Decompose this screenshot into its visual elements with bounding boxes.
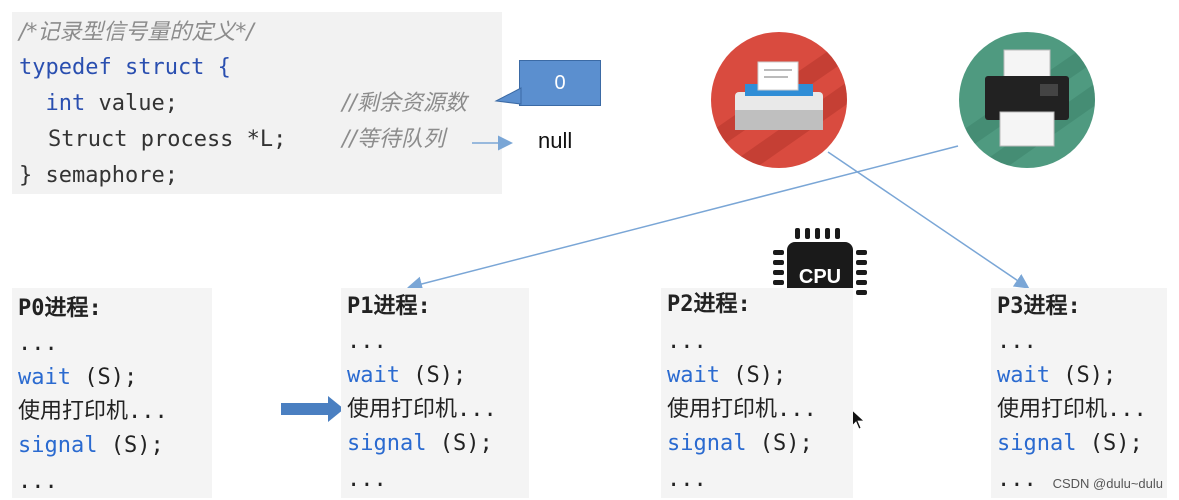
signal-line: signal (S); (997, 431, 1143, 457)
arrow-printer-to-p1 (407, 145, 959, 292)
signal-line: signal (S); (18, 433, 164, 459)
signal-keyword: signal (347, 431, 427, 456)
ellipsis-line: ... (18, 331, 58, 356)
signal-keyword: signal (997, 431, 1077, 456)
ellipsis-line: ... (667, 467, 707, 492)
process-p0: P0进程: ... wait (S); 使用打印机... signal (S);… (12, 288, 212, 498)
value-comment: //剩余资源数 (342, 91, 467, 116)
wait-line: wait (S); (667, 363, 786, 389)
wait-keyword: wait (997, 363, 1050, 388)
cpu-label: CPU (799, 266, 841, 288)
ellipsis-line: ... (997, 467, 1037, 492)
wait-keyword: wait (667, 363, 720, 388)
printer-green-icon (959, 32, 1095, 168)
use-printer-line: 使用打印机... (347, 397, 497, 422)
process-title: P1进程: (347, 294, 431, 319)
signal-arg: (S); (746, 431, 813, 456)
current-process-pointer (281, 396, 344, 422)
process-title: P0进程: (18, 296, 102, 321)
signal-arg: (S); (426, 431, 493, 456)
definition-comment: /*记录型信号量的定义*/ (19, 20, 254, 45)
signal-keyword: signal (18, 433, 98, 458)
value-callout-tail (494, 87, 522, 105)
arrow-printer-to-p3 (827, 151, 1030, 289)
printer-red-icon (711, 32, 847, 168)
semaphore-close-line: } semaphore; (19, 163, 178, 188)
ellipsis-line: ... (997, 329, 1037, 354)
signal-keyword: signal (667, 431, 747, 456)
process-p3: P3进程: ... wait (S); 使用打印机... signal (S);… (991, 288, 1167, 498)
watermark: CSDN @dulu~dulu (1052, 476, 1163, 491)
process-p1: P1进程: ... wait (S); 使用打印机... signal (S);… (341, 288, 529, 498)
wait-line: wait (S); (997, 363, 1116, 389)
signal-arg: (S); (1076, 431, 1143, 456)
wait-arg: (S); (1049, 363, 1117, 388)
process-p2: P2进程: ... wait (S); 使用打印机... signal (S);… (661, 288, 853, 498)
ellipsis-line: ... (347, 329, 387, 354)
null-label: null (538, 128, 573, 153)
ellipsis-line: ... (667, 329, 707, 354)
queue-comment: //等待队列 (342, 127, 445, 152)
wait-line: wait (S); (18, 365, 137, 391)
wait-keyword: wait (347, 363, 400, 388)
wait-arg: (S); (70, 365, 138, 390)
wait-arg: (S); (399, 363, 467, 388)
wait-line: wait (S); (347, 363, 466, 389)
semaphore-definition: /*记录型信号量的定义*/ typedef struct { int value… (12, 12, 502, 194)
wait-keyword: wait (18, 365, 71, 390)
ellipsis-line: ... (18, 469, 58, 494)
int-keyword: int (45, 91, 86, 116)
use-printer-line: 使用打印机... (997, 397, 1147, 422)
process-title: P2进程: (667, 292, 751, 317)
signal-arg: (S); (97, 433, 164, 458)
value-line: int value; (19, 91, 178, 117)
value-field: value; (85, 91, 178, 116)
queue-line: Struct process *L; (48, 127, 287, 152)
typedef-line: typedef struct { (19, 55, 231, 80)
ellipsis-line: ... (347, 467, 387, 492)
signal-line: signal (S); (347, 431, 493, 457)
mouse-cursor-icon (851, 409, 866, 430)
signal-line: signal (S); (667, 431, 813, 457)
use-printer-line: 使用打印机... (667, 397, 817, 422)
value-box: 0 (519, 60, 601, 106)
process-title: P3进程: (997, 294, 1081, 319)
wait-arg: (S); (719, 363, 787, 388)
use-printer-line: 使用打印机... (18, 399, 168, 424)
